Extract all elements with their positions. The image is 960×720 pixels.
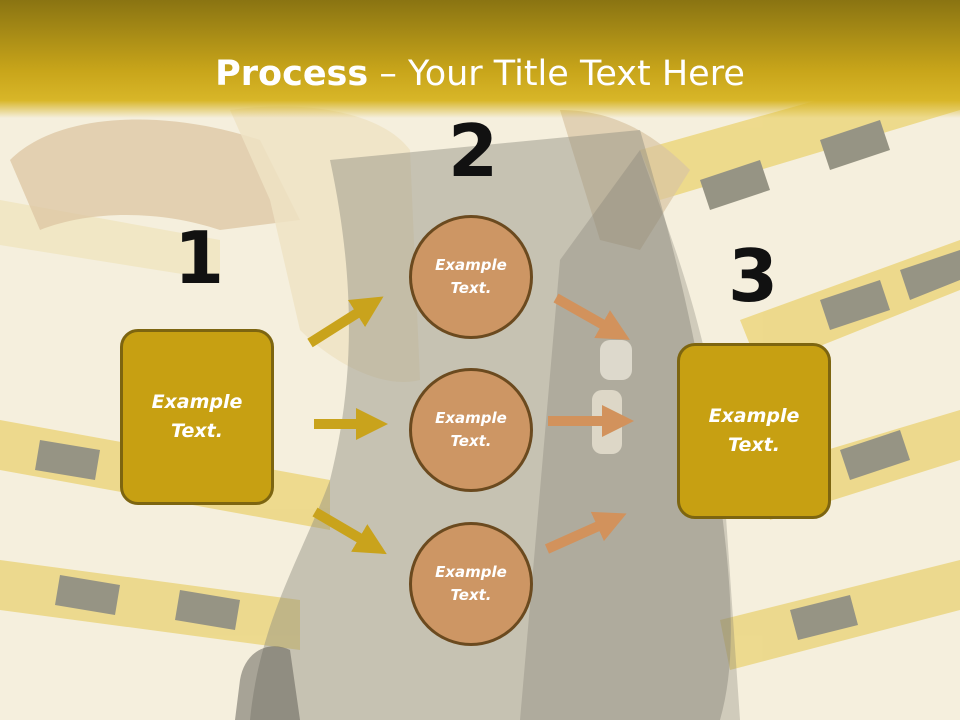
arrow-box1-to-circle1: [307, 296, 384, 348]
circle-top-label: Example Text.: [435, 256, 507, 297]
title-bar: [0, 0, 960, 118]
slide-title: Process – Your Title Text Here: [0, 52, 960, 96]
step-3-box: Example Text.: [677, 343, 831, 519]
arrow-circle3-to-box3: [544, 511, 627, 554]
step-number-1: 1: [173, 216, 225, 300]
step-number-2: 2: [447, 109, 499, 193]
step-1-box-label: Example Text.: [151, 391, 243, 442]
step-2-circle-bottom: Example Text.: [409, 522, 533, 646]
circle-middle-label: Example Text.: [435, 409, 507, 450]
step-3-box-label: Example Text.: [708, 405, 800, 456]
step-2-circle-top: Example Text.: [409, 215, 533, 339]
step-1-box: Example Text.: [120, 329, 274, 505]
title-bold: Process: [215, 54, 369, 94]
step-number-3: 3: [727, 234, 779, 318]
title-rest: – Your Title Text Here: [368, 54, 745, 94]
circle-bottom-label: Example Text.: [435, 563, 507, 604]
arrow-box1-to-circle3: [312, 507, 387, 555]
arrow-circle1-to-box3: [553, 293, 630, 340]
step-2-circle-middle: Example Text.: [409, 368, 533, 492]
